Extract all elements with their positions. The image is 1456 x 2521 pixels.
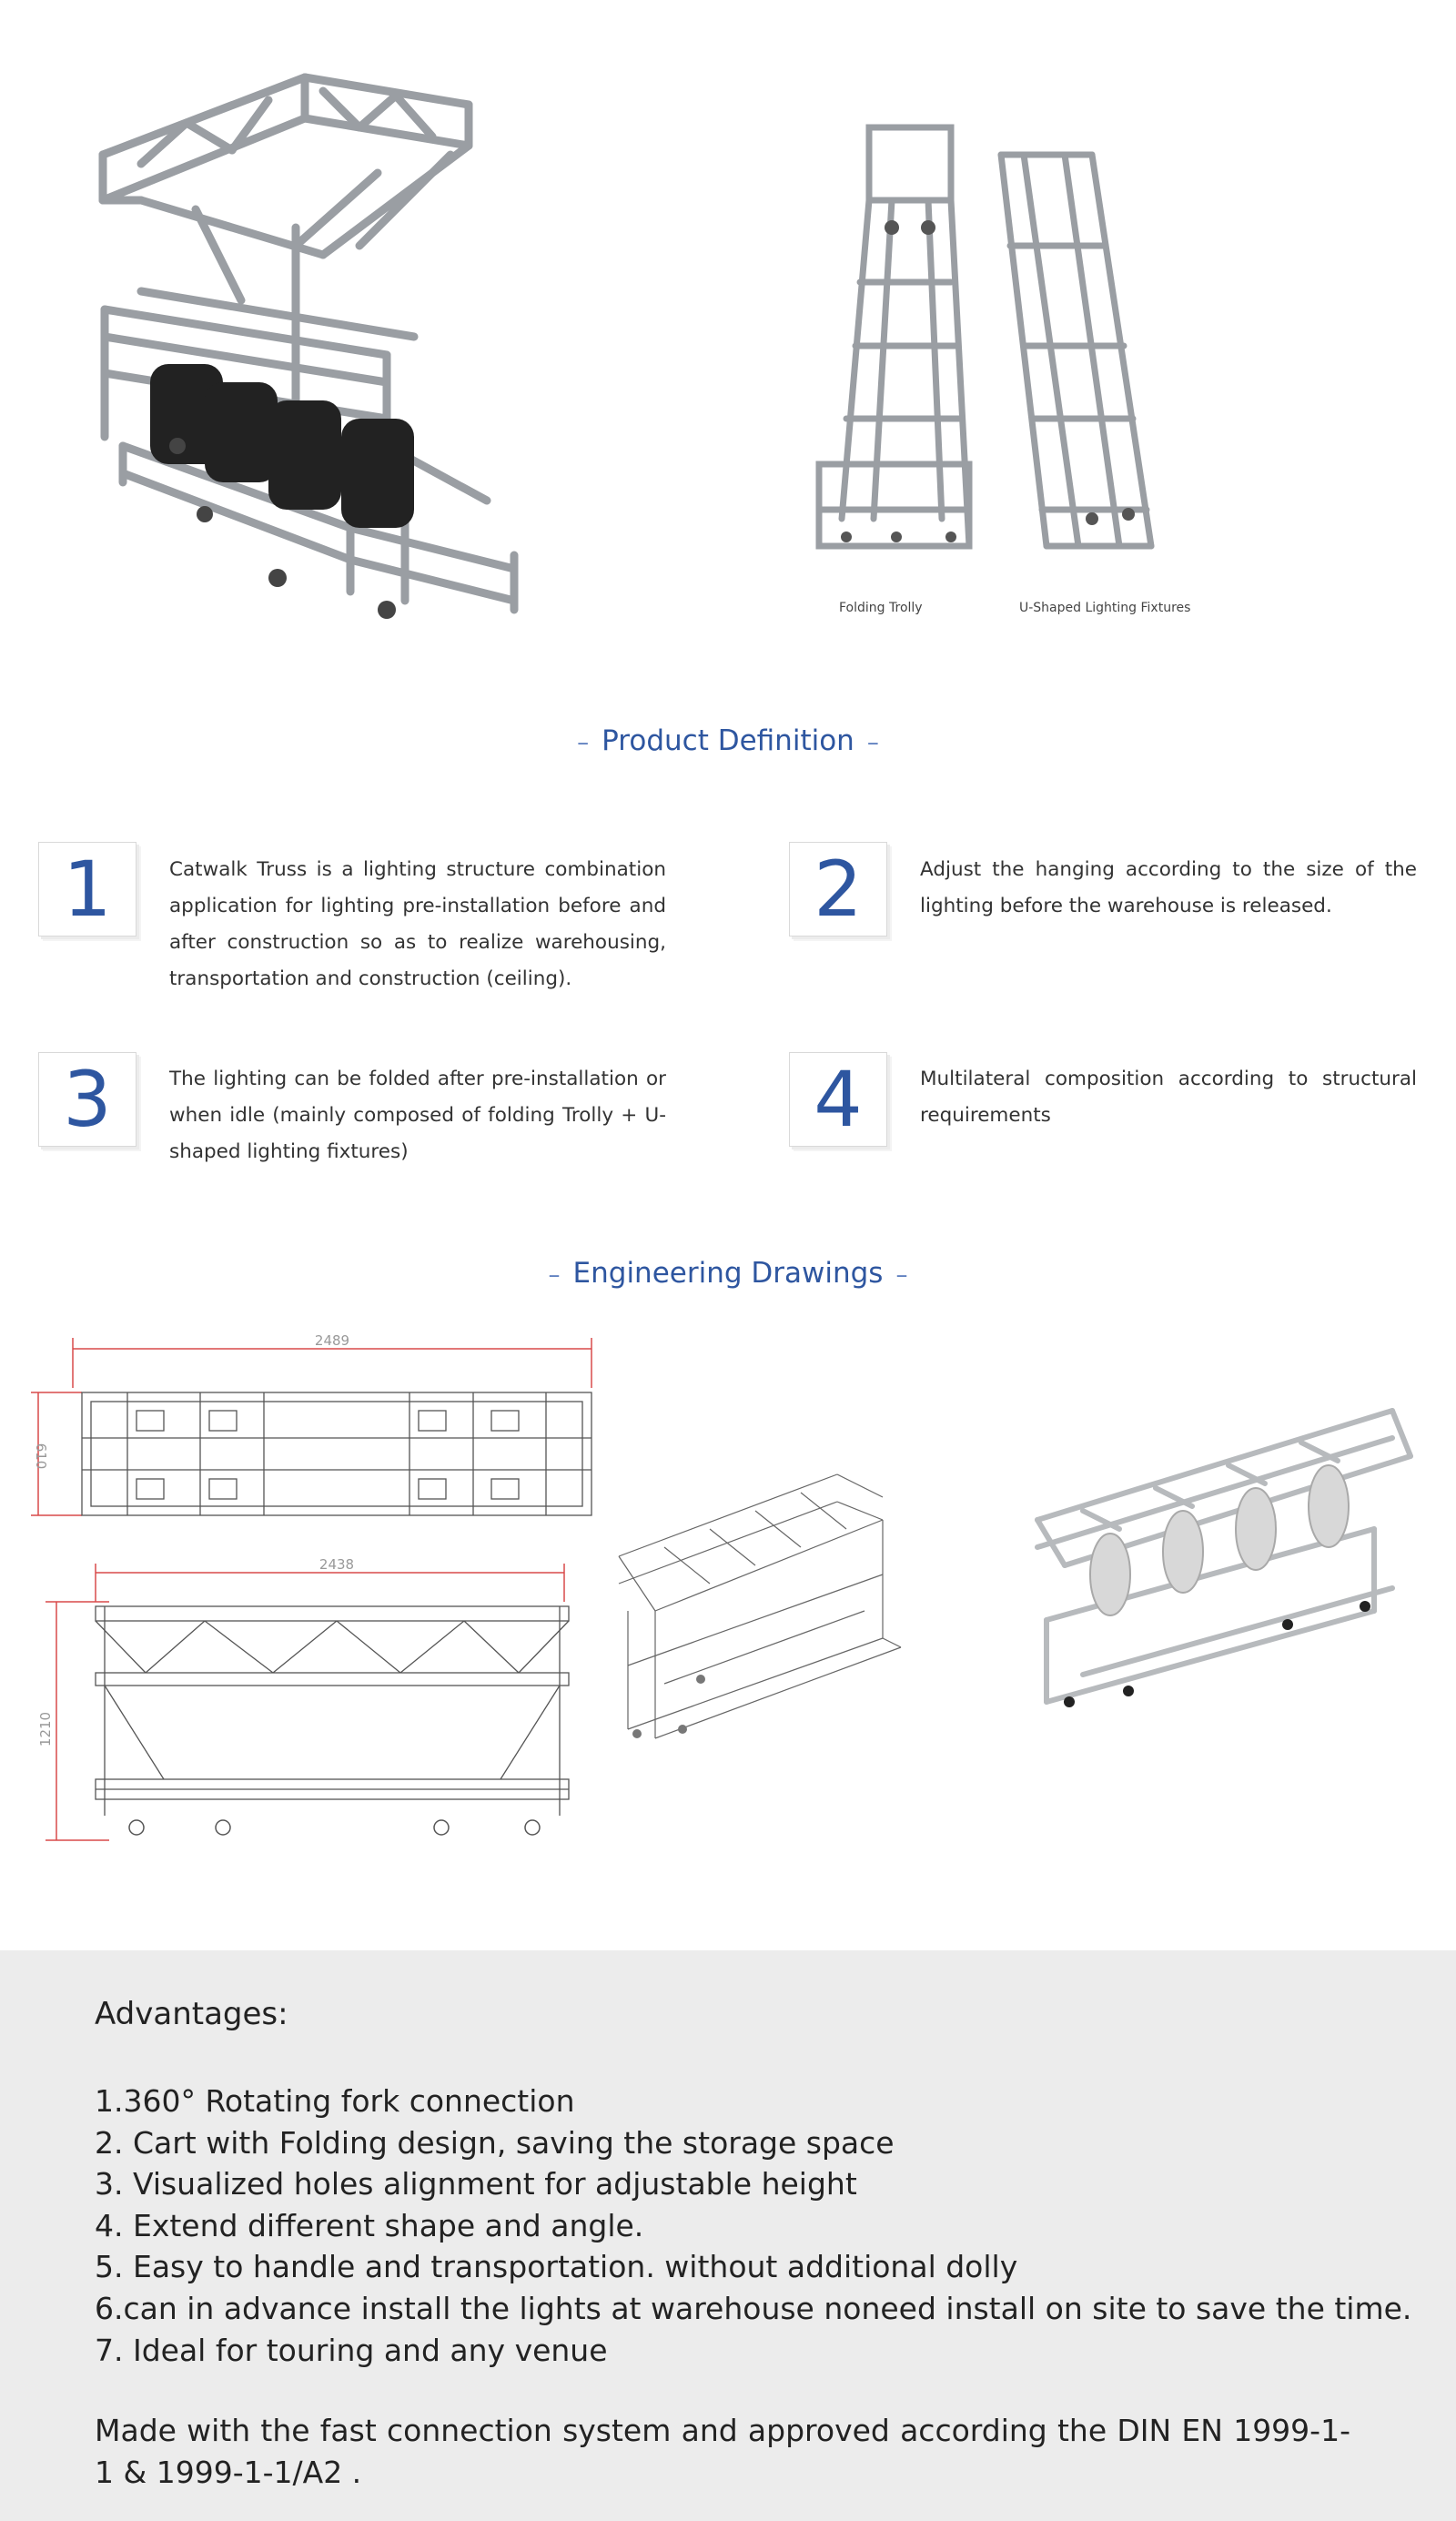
title-dash-left: – (577, 729, 590, 756)
definition-number-1: 1 (38, 842, 136, 937)
title-dash-right: – (895, 1261, 908, 1289)
definition-text-4: Multilateral composition according to st… (920, 1068, 1417, 1127)
isometric-outline-drawing (618, 1473, 902, 1739)
definition-text-2: Adjust the hanging according to the size… (920, 858, 1417, 917)
advantage-item-7: 7. Ideal for touring and any venue (95, 2332, 608, 2368)
dim-front-height: 1210 (37, 1712, 54, 1746)
product-definition-title: –Product Definition– (0, 724, 1456, 757)
advantage-item-4: 4. Extend different shape and angle. (95, 2207, 644, 2243)
product-definition-label: Product Definition (602, 724, 854, 757)
u-shaped-fixture-caption: U-Shaped Lighting Fixtures (1019, 601, 1191, 615)
definition-text-3: The lighting can be folded after pre-ins… (169, 1068, 666, 1163)
advantage-item-1: 1.360° Rotating fork connection (95, 2083, 575, 2119)
definition-text-1: Catwalk Truss is a lighting structure co… (169, 858, 666, 990)
definition-number-4: 4 (789, 1052, 887, 1147)
title-dash-right: – (866, 729, 879, 756)
advantage-item-5: 5. Easy to handle and transportation. wi… (95, 2249, 1018, 2285)
advantage-item-6: 6.can in advance install the lights at w… (95, 2290, 1412, 2326)
u-shaped-fixture-photo (997, 151, 1155, 550)
definition-number-2: 2 (789, 842, 887, 937)
catwalk-truss-loaded-photo (98, 73, 519, 619)
top-view-drawing: 2489 610 (31, 1332, 592, 1516)
dim-top-height: 610 (33, 1443, 49, 1470)
advantage-item-2: 2. Cart with Folding design, saving the … (95, 2124, 895, 2161)
title-dash-left: – (548, 1261, 561, 1289)
dim-top-width: 2489 (315, 1332, 349, 1349)
certification-note: Made with the fast connection system and… (95, 2413, 1350, 2490)
advantages-panel (0, 1950, 1456, 2521)
dim-front-width: 2438 (319, 1556, 354, 1573)
advantages-list: 1.360° Rotating fork connection 2. Cart … (95, 2081, 1411, 2371)
front-view-drawing: 2438 1210 (37, 1556, 570, 1841)
engineering-drawings-label: Engineering Drawings (572, 1257, 884, 1290)
folding-trolly-photo (815, 124, 973, 550)
folding-trolly-caption: Folding Trolly (839, 601, 923, 615)
engineering-drawings-title: –Engineering Drawings– (0, 1257, 1456, 1290)
advantages-heading: Advantages: (95, 1996, 288, 2032)
definition-number-3: 3 (38, 1052, 136, 1147)
render-3d-drawing (1035, 1408, 1413, 1707)
advantage-item-3: 3. Visualized holes alignment for adjust… (95, 2166, 857, 2202)
